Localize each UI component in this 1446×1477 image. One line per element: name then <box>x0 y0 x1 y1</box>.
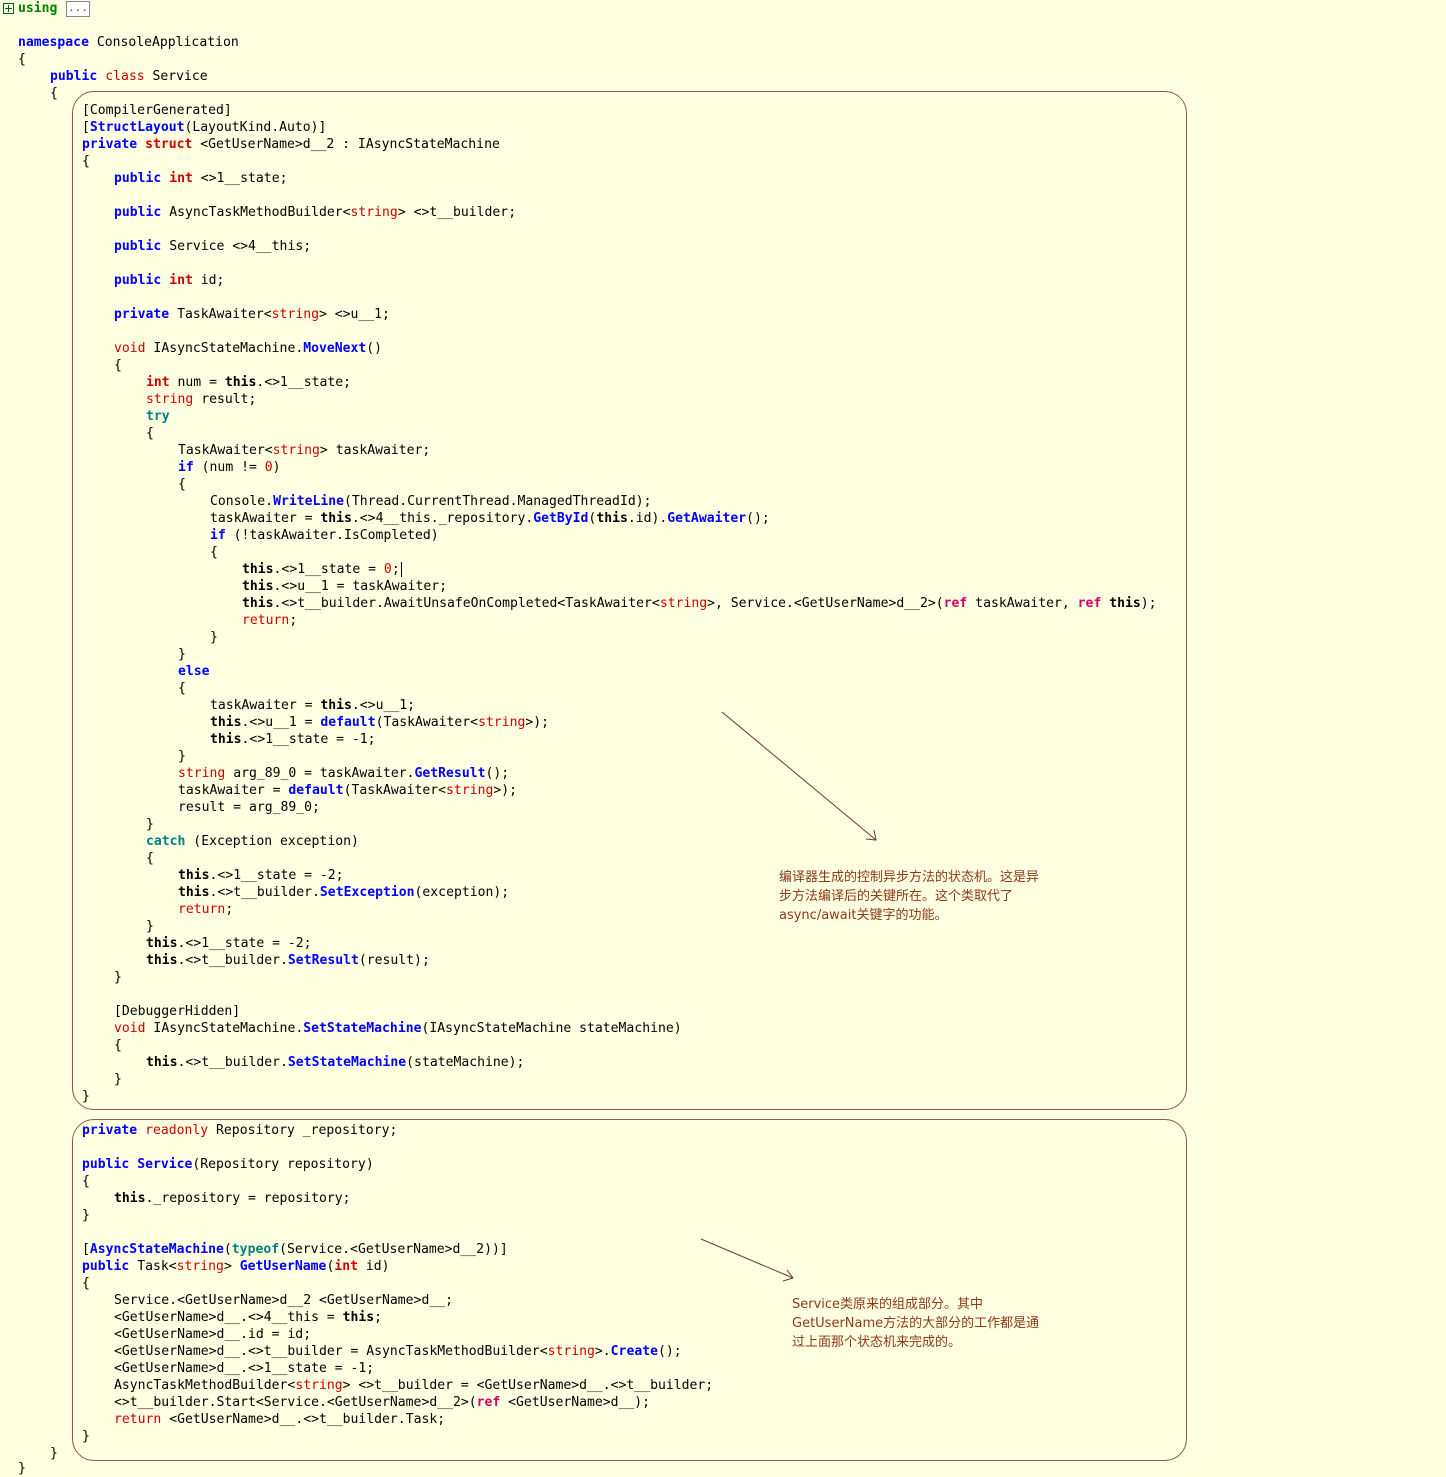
code-line: taskAwaiter = default(TaskAwaiter<string… <box>178 783 518 798</box>
code-line: if (!taskAwaiter.IsCompleted) <box>210 528 439 543</box>
code-line: this.<>1__state = 0; <box>242 562 400 577</box>
code-line: [StructLayout(LayoutKind.Auto)] <box>82 120 327 135</box>
collapsed-region-button[interactable]: ... <box>66 1 90 17</box>
code-line: } <box>210 630 218 645</box>
code-line: string arg_89_0 = taskAwaiter.GetResult(… <box>178 766 510 781</box>
code-line: this.<>1__state = -2; <box>178 868 344 883</box>
code-line: { <box>82 154 90 169</box>
code-line: { <box>178 681 186 696</box>
code-line: this.<>t__builder.SetResult(result); <box>146 953 430 968</box>
code-line: this.<>u__1 = default(TaskAwaiter<string… <box>210 715 550 730</box>
code-line: { <box>114 358 122 373</box>
code-line: { <box>18 52 26 67</box>
code-line: } <box>82 1089 90 1104</box>
code-line: public class Service <box>50 69 208 84</box>
code-line: namespace ConsoleApplication <box>18 35 239 50</box>
code-line: [DebuggerHidden] <box>114 1004 241 1019</box>
code-line: void IAsyncStateMachine.SetStateMachine(… <box>114 1021 682 1036</box>
code-line: [AsyncStateMachine(typeof(Service.<GetUs… <box>82 1242 508 1257</box>
code-line: } <box>146 919 154 934</box>
code-line: } <box>178 647 186 662</box>
code-line: } <box>146 817 154 832</box>
code-line: private struct <GetUserName>d__2 : IAsyn… <box>82 137 500 152</box>
code-line: this._repository = repository; <box>114 1191 351 1206</box>
state-machine-highlight-box <box>72 91 1187 1110</box>
code-line: public Service <>4__this; <box>114 239 312 254</box>
using-keyword: using <box>18 1 58 16</box>
code-line: public Task<string> GetUserName(int id) <box>82 1259 390 1274</box>
code-line: { <box>82 1174 90 1189</box>
code-line: private readonly Repository _repository; <box>82 1123 398 1138</box>
code-line: { <box>114 1038 122 1053</box>
code-line: <>t__builder.Start<Service.<GetUserName>… <box>114 1395 651 1410</box>
code-line: else <box>178 664 210 679</box>
code-line: [CompilerGenerated] <box>82 103 232 118</box>
code-line: public AsyncTaskMethodBuilder<string> <>… <box>114 205 517 220</box>
code-line: <GetUserName>d__.id = id; <box>114 1327 312 1342</box>
code-line: string result; <box>146 392 257 407</box>
code-line: { <box>178 477 186 492</box>
expand-collapse-icon[interactable] <box>3 3 14 14</box>
code-line: } <box>82 1208 90 1223</box>
code-line: private TaskAwaiter<string> <>u__1; <box>114 307 390 322</box>
code-line: this.<>1__state = -1; <box>210 732 376 747</box>
code-line: <GetUserName>d__.<>t__builder = AsyncTas… <box>114 1344 682 1359</box>
code-line: } <box>18 1461 26 1476</box>
code-line: if (num != 0) <box>178 460 281 475</box>
code-line: <GetUserName>d__.<>4__this = this; <box>114 1310 383 1325</box>
code-line: taskAwaiter = this.<>u__1; <box>210 698 415 713</box>
state-machine-note: 编译器生成的控制异步方法的状态机。这是异步方法编译后的关键所在。这个类取代了as… <box>779 870 1040 923</box>
code-line: Service.<GetUserName>d__2 <GetUserName>d… <box>114 1293 453 1308</box>
code-line: public int id; <box>114 273 225 288</box>
text-caret <box>401 562 402 577</box>
code-line: try <box>146 409 170 424</box>
code-line: TaskAwaiter<string> taskAwaiter; <box>178 443 431 458</box>
code-line: return <GetUserName>d__.<>t__builder.Tas… <box>114 1412 446 1427</box>
service-members-highlight-box <box>72 1119 1187 1461</box>
code-line: public int <>1__state; <box>114 171 288 186</box>
code-line: <GetUserName>d__.<>1__state = -1; <box>114 1361 375 1376</box>
code-line: this.<>t__builder.SetStateMachine(stateM… <box>146 1055 525 1070</box>
code-line: this.<>u__1 = taskAwaiter; <box>242 579 447 594</box>
code-line: this.<>t__builder.AwaitUnsafeOnCompleted… <box>242 596 1157 611</box>
code-line: this.<>t__builder.SetException(exception… <box>178 885 510 900</box>
code-line: } <box>82 1429 90 1444</box>
code-line: AsyncTaskMethodBuilder<string> <>t__buil… <box>114 1378 714 1393</box>
code-line: { <box>50 86 58 101</box>
code-line: } <box>50 1446 58 1461</box>
code-line: { <box>210 545 218 560</box>
code-line: public Service(Repository repository) <box>82 1157 374 1172</box>
code-line: result = arg_89_0; <box>178 800 320 815</box>
code-line: return; <box>242 613 298 628</box>
code-line: Console.WriteLine(Thread.CurrentThread.M… <box>210 494 652 509</box>
service-parts-note: Service类原来的组成部分。其中GetUserName方法的大部分的工作都是… <box>792 1297 1040 1350</box>
code-line: { <box>146 426 154 441</box>
code-line: { <box>146 851 154 866</box>
code-line: int num = this.<>1__state; <box>146 375 351 390</box>
code-line: void IAsyncStateMachine.MoveNext() <box>114 341 383 356</box>
code-line: { <box>82 1276 90 1291</box>
code-line: catch (Exception exception) <box>146 834 359 849</box>
code-line: taskAwaiter = this.<>4__this._repository… <box>210 511 770 526</box>
code-line: } <box>114 970 122 985</box>
code-line: } <box>114 1072 122 1087</box>
code-line: } <box>178 749 186 764</box>
code-line: return; <box>178 902 234 917</box>
code-line: this.<>1__state = -2; <box>146 936 312 951</box>
